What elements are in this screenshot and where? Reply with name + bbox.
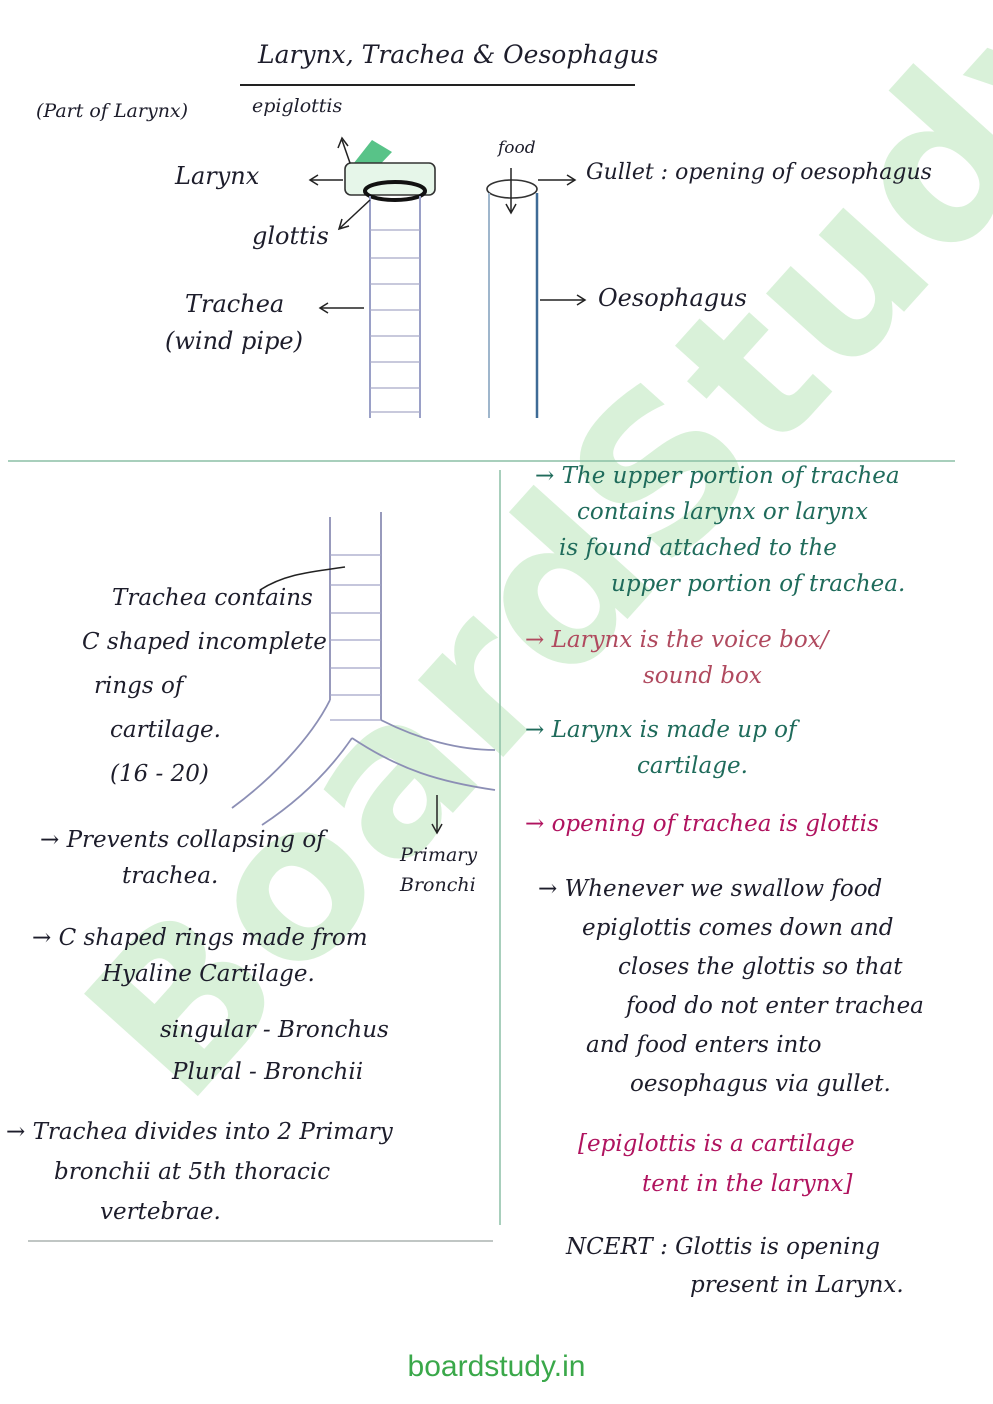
note-upper-portion: → The upper portion of trachea contains … — [535, 463, 906, 597]
note-ncert: NCERT : Glottis is opening present in La… — [566, 1234, 904, 1298]
rings-line: (16 - 20) — [110, 761, 209, 787]
page-title: Larynx, Trachea & Oesophagus — [258, 40, 659, 69]
title-underline — [240, 84, 635, 86]
label-larynx: Larynx — [175, 162, 260, 190]
oesophagus-diagram — [486, 168, 587, 418]
note-divides: → Trachea divides into 2 Primary bronchi… — [6, 1119, 393, 1225]
note-glottis-opening: → opening of trachea is glottis — [525, 811, 879, 837]
note-cartilage: → Larynx is made up of cartilage. — [525, 717, 797, 779]
glottis-ring — [363, 180, 427, 202]
larynx-trachea-diagram — [308, 136, 436, 418]
label-part-of-larynx: (Part of Larynx) — [36, 100, 189, 122]
bronchi-diagram — [231, 512, 496, 826]
label-food: food — [498, 138, 536, 158]
rings-line: cartilage. — [110, 717, 221, 743]
note-voice-box: → Larynx is the voice box/ sound box — [525, 627, 829, 689]
footer-site: boardstudy.in — [407, 1350, 586, 1383]
note-swallow: → Whenever we swallow food epiglottis co… — [538, 876, 924, 1097]
label-trachea: Trachea — [185, 290, 285, 318]
note-hyaline: → C shaped rings made from Hyaline Carti… — [32, 925, 368, 987]
label-glottis: glottis — [252, 222, 329, 250]
label-primary-bronchi: Primary Bronchi — [400, 844, 478, 896]
note-plural: Plural - Bronchii — [172, 1059, 364, 1085]
note-prevents-collapse: → Prevents collapsing of trachea. — [40, 827, 325, 889]
rings-line: C shaped incomplete — [82, 629, 327, 655]
note-singular: singular - Bronchus — [160, 1017, 389, 1043]
rings-line: rings of — [94, 673, 184, 699]
rings-line: Trachea contains — [112, 585, 313, 611]
label-wind-pipe: (wind pipe) — [165, 327, 303, 355]
rings-description: Trachea contains C shaped incomplete rin… — [82, 576, 327, 796]
larynx-box — [344, 162, 436, 196]
label-oesophagus: Oesophagus — [598, 284, 747, 312]
label-epiglottis: epiglottis — [252, 95, 343, 117]
note-epiglottis-cartilage: [epiglottis is a cartilage tent in the l… — [578, 1131, 855, 1197]
label-gullet: Gullet : opening of oesophagus — [586, 160, 932, 185]
